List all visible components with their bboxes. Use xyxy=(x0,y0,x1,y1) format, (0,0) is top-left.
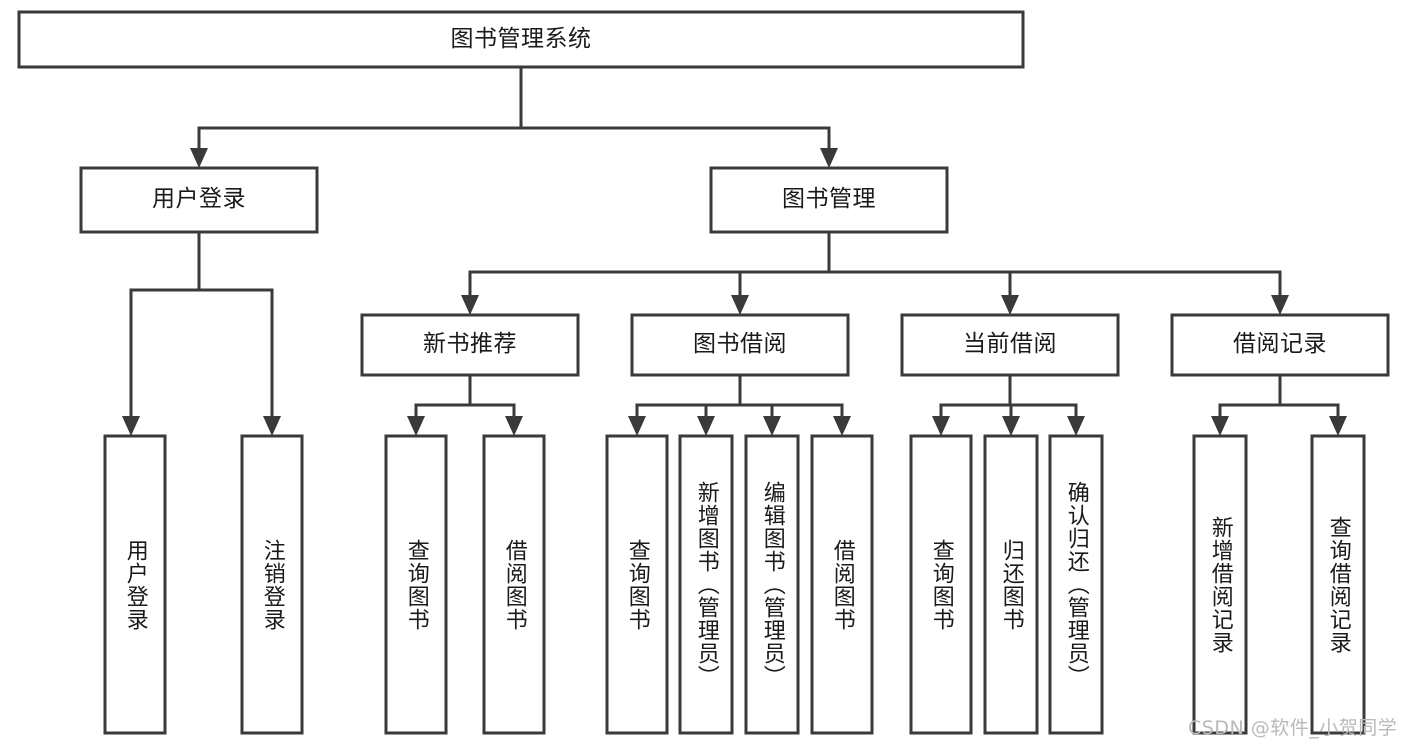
node-box-leaf-query-book-borrow[interactable] xyxy=(605,434,669,735)
arrow-head-icon xyxy=(1211,416,1229,436)
arrow-head-icon xyxy=(932,416,950,436)
node-box-leaf-query-borrow-record[interactable] xyxy=(1310,434,1366,735)
node-box-leaf-query-book-recommend[interactable] xyxy=(384,434,448,735)
node-box-leaf-borrow-book[interactable] xyxy=(810,434,874,735)
node-box-leaf-return-book[interactable] xyxy=(983,434,1039,735)
node-box-leaf-confirm-return-admin[interactable] xyxy=(1048,434,1104,735)
arrow-head-icon xyxy=(1001,295,1019,315)
arrow-head-icon xyxy=(628,416,646,436)
arrow-head-icon xyxy=(820,148,838,168)
node-box-leaf-query-book-current[interactable] xyxy=(909,434,973,735)
node-box-leaf-edit-book-admin[interactable] xyxy=(744,434,800,735)
node-box-new-book-recommend[interactable] xyxy=(360,313,580,377)
node-box-leaf-user-login[interactable] xyxy=(103,434,167,735)
node-box-leaf-borrow-book-recommend[interactable] xyxy=(482,434,546,735)
node-box-leaf-add-borrow-record[interactable] xyxy=(1192,434,1248,735)
arrow-head-icon xyxy=(407,416,425,436)
arrow-head-icon xyxy=(833,416,851,436)
arrow-head-icon xyxy=(1067,416,1085,436)
arrow-head-icon xyxy=(263,416,281,436)
node-box-user-login[interactable] xyxy=(79,166,319,234)
arrow-head-icon xyxy=(122,416,140,436)
arrow-layer xyxy=(122,148,1347,436)
arrow-head-icon xyxy=(731,295,749,315)
node-box-root[interactable] xyxy=(17,10,1025,69)
box-layer xyxy=(17,10,1390,735)
arrow-head-icon xyxy=(461,295,479,315)
node-box-leaf-logout-login[interactable] xyxy=(240,434,304,735)
arrow-head-icon xyxy=(190,148,208,168)
arrow-head-icon xyxy=(1329,416,1347,436)
node-box-book-borrow[interactable] xyxy=(630,313,850,377)
arrow-head-icon xyxy=(1002,416,1020,436)
node-box-current-borrow[interactable] xyxy=(900,313,1120,377)
arrow-head-icon xyxy=(697,416,715,436)
arrow-head-icon xyxy=(1271,295,1289,315)
arrow-head-icon xyxy=(763,416,781,436)
arrow-head-icon xyxy=(505,416,523,436)
node-box-borrow-record[interactable] xyxy=(1170,313,1390,377)
node-box-book-management[interactable] xyxy=(709,166,949,234)
node-box-leaf-add-book-admin[interactable] xyxy=(678,434,734,735)
